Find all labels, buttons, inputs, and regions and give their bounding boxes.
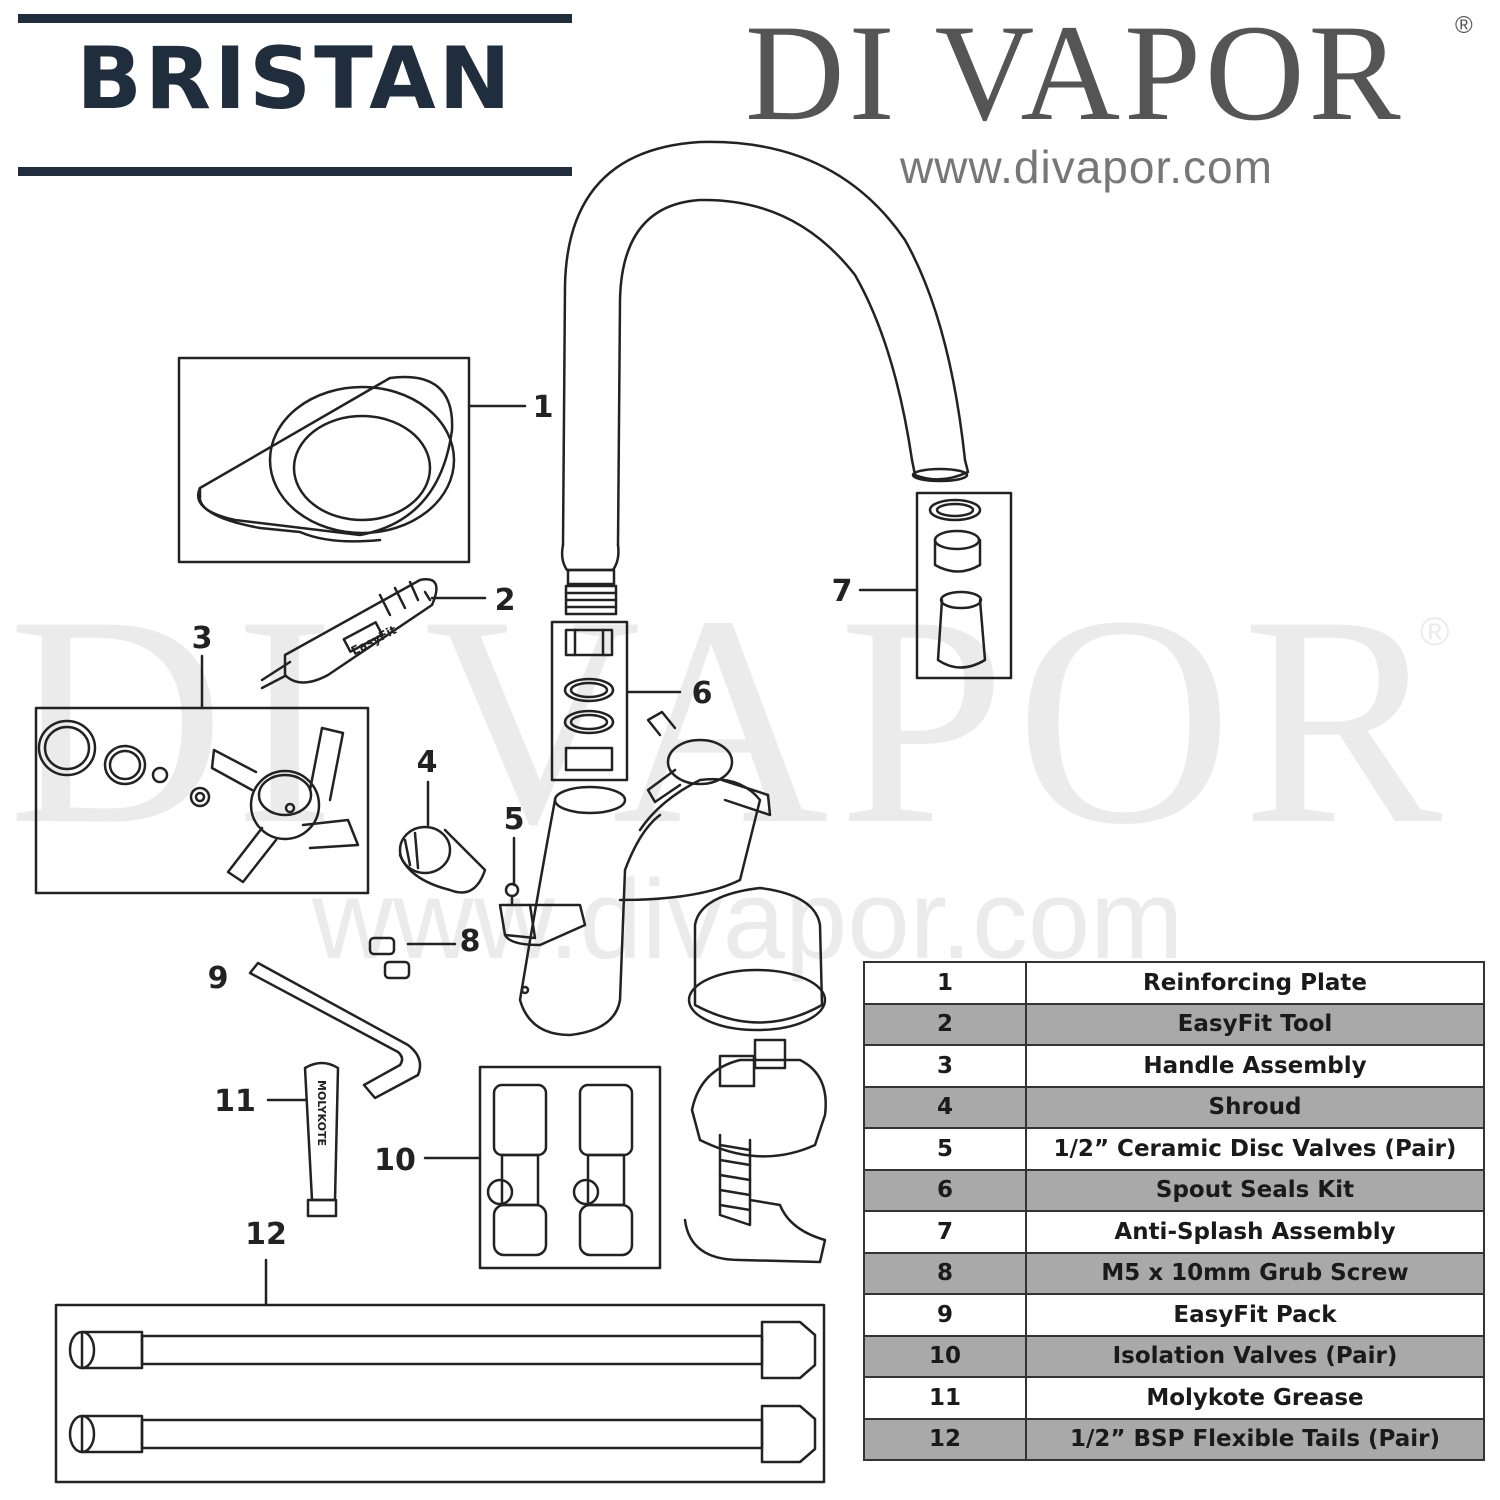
callout-10: 10: [374, 1143, 416, 1178]
molykote-tube-label: MOLYKOTE: [315, 1080, 328, 1146]
spout-seals-box: [550, 620, 629, 782]
part-name: EasyFit Pack: [1025, 1293, 1485, 1337]
spout-drawing: [560, 140, 970, 586]
spout-connector-drawing: [564, 584, 618, 616]
bristan-logo: BRISTAN: [18, 14, 572, 176]
deck-plate-drawing: [687, 886, 827, 1032]
logo-top-bar: [18, 14, 572, 23]
watermark-registered-mark: ®: [1420, 610, 1450, 654]
reinforcing-plate-drawing: [197, 375, 456, 543]
divapor-url[interactable]: www.divapor.com: [900, 141, 1273, 193]
grease-tube-drawing: [303, 1061, 340, 1218]
part-number: 11: [863, 1376, 1027, 1420]
divapor-logo: DI VAPOR: [745, 0, 1405, 149]
hex-key-drawing: [248, 961, 422, 1100]
part-number: 4: [863, 1085, 1027, 1129]
part-number: 3: [863, 1044, 1027, 1088]
watermark-logo: DI VAPOR: [8, 554, 1453, 886]
logo-bottom-bar: [18, 167, 572, 176]
callout-11: 11: [214, 1084, 256, 1119]
part-number: 12: [863, 1417, 1027, 1461]
divapor-registered-mark: ®: [1455, 12, 1473, 39]
callout-12: 12: [245, 1217, 287, 1252]
part-name: 1/2” BSP Flexible Tails (Pair): [1025, 1417, 1485, 1461]
flexible-tails-box: [54, 1303, 826, 1484]
callout-2: 2: [495, 583, 516, 618]
grub-screws-drawing: [368, 936, 411, 980]
reinforcing-plate-box: [177, 356, 471, 564]
part-number: 6: [863, 1168, 1027, 1212]
callout-5: 5: [504, 802, 525, 837]
part-name: M5 x 10mm Grub Screw: [1025, 1251, 1485, 1295]
part-number: 2: [863, 1002, 1027, 1046]
leader-lines: [200, 404, 919, 1307]
callout-9: 9: [208, 961, 229, 996]
callout-7: 7: [832, 574, 853, 609]
handle-assembly-drawing: [37, 719, 360, 884]
tap-body-drawing: [518, 710, 772, 1037]
part-number: 7: [863, 1210, 1027, 1254]
part-number: 5: [863, 1127, 1027, 1171]
part-name: Isolation Valves (Pair): [1025, 1334, 1485, 1378]
part-name: EasyFit Tool: [1025, 1002, 1485, 1046]
part-number: 8: [863, 1251, 1027, 1295]
part-name: Reinforcing Plate: [1025, 961, 1485, 1005]
fixing-kit-drawing: [683, 1038, 827, 1264]
part-number: 10: [863, 1334, 1027, 1378]
callout-1: 1: [533, 390, 554, 425]
isolation-valves-drawing: [486, 1083, 634, 1257]
bristan-wordmark: BRISTAN: [76, 29, 514, 129]
part-name: Spout Seals Kit: [1025, 1168, 1485, 1212]
callout-3: 3: [192, 621, 213, 656]
flexible-tails-drawing: [68, 1320, 817, 1464]
shroud-drawing: [398, 825, 487, 894]
ceramic-valve-drawing: [498, 882, 587, 947]
easyfit-tool-label: EasyFit: [349, 623, 399, 659]
part-name: Anti-Splash Assembly: [1025, 1210, 1485, 1254]
callout-8: 8: [460, 924, 481, 959]
easyfit-tool-drawing: [260, 578, 438, 690]
anti-splash-box: [915, 491, 1013, 680]
callout-6: 6: [692, 676, 713, 711]
part-number: 1: [863, 961, 1027, 1005]
part-name: 1/2” Ceramic Disc Valves (Pair): [1025, 1127, 1485, 1171]
isolation-valves-box: [478, 1065, 662, 1270]
anti-splash-drawing: [928, 498, 987, 669]
callout-4: 4: [417, 745, 438, 780]
part-name: Handle Assembly: [1025, 1044, 1485, 1088]
part-name: Molykote Grease: [1025, 1376, 1485, 1420]
part-number: 9: [863, 1293, 1027, 1337]
spout-seals-drawing: [563, 628, 615, 772]
part-name: Shroud: [1025, 1085, 1485, 1129]
